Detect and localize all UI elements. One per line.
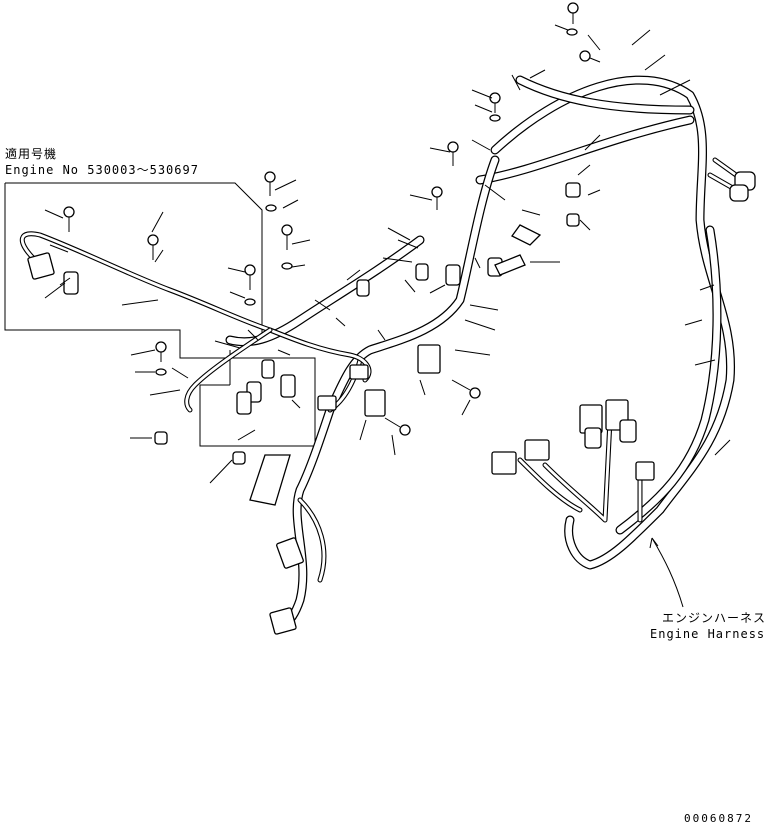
center-harness bbox=[225, 155, 500, 630]
inset-harness bbox=[20, 231, 372, 413]
connectors bbox=[27, 171, 756, 635]
inset-engine-number: Engine No 530003～530697 bbox=[5, 163, 199, 177]
inset-outline bbox=[4, 182, 316, 447]
clamps-and-spacers bbox=[63, 182, 581, 506]
leader-lines bbox=[44, 24, 731, 608]
main-harness bbox=[475, 75, 753, 570]
inset-title: 適用号機 bbox=[5, 147, 58, 161]
harness-name-en: Engine Harness bbox=[650, 627, 766, 641]
harness-name-jp: エンジンハーネス bbox=[662, 611, 767, 625]
drawing-number: 00060872 bbox=[684, 812, 753, 825]
bolts bbox=[63, 2, 601, 436]
